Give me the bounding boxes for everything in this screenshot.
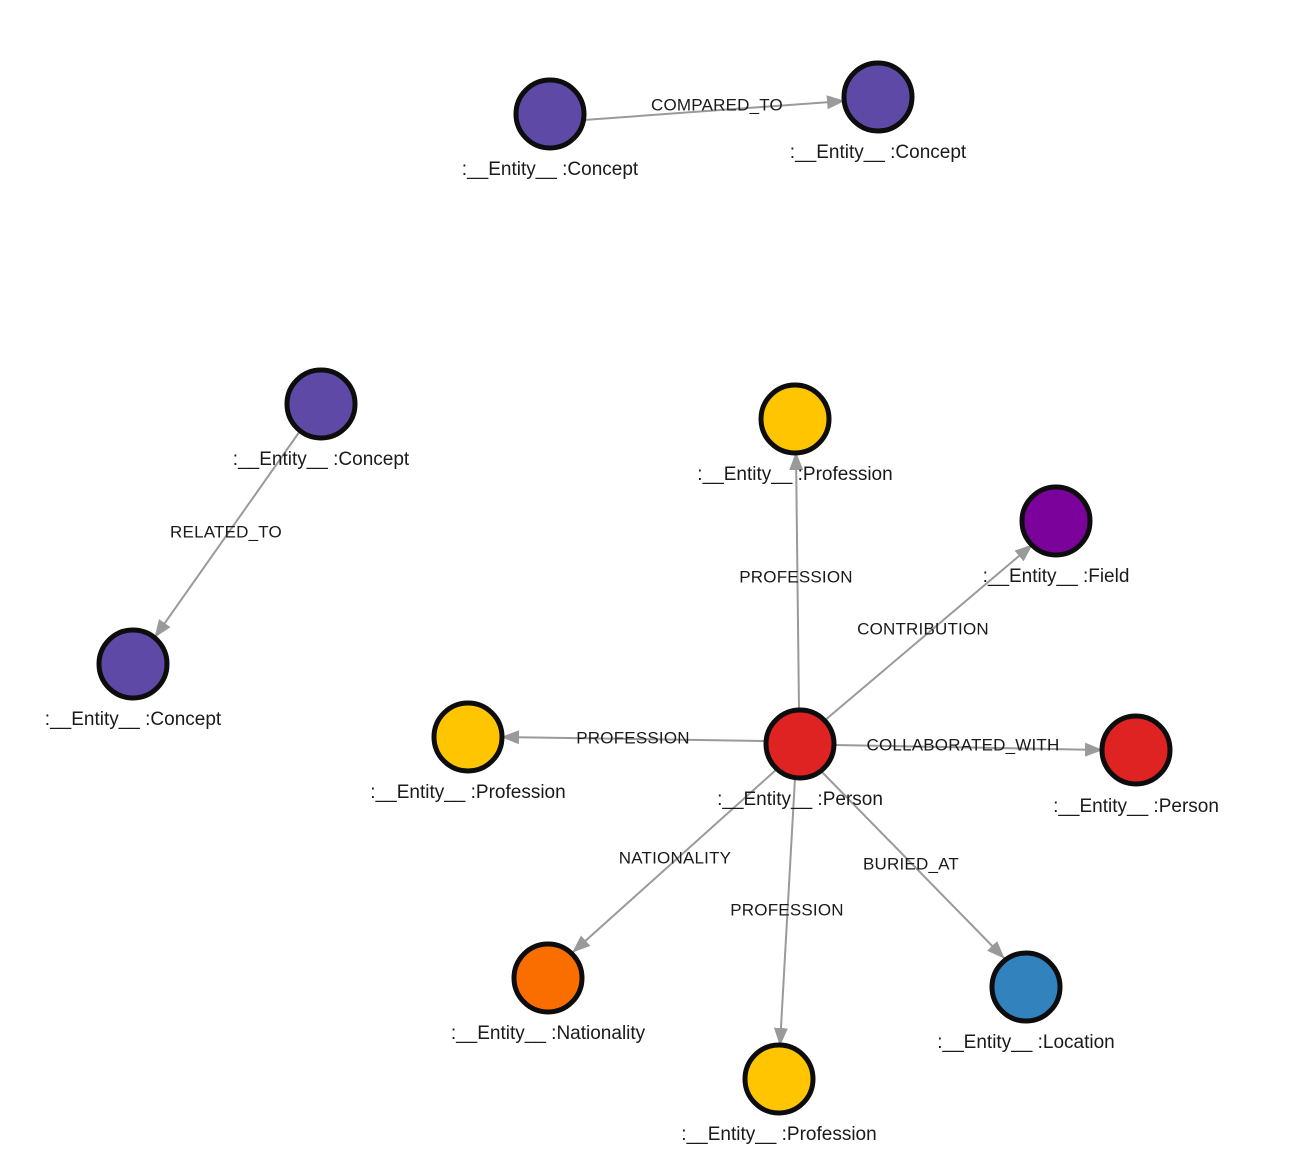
graph-node-profession[interactable]	[431, 700, 505, 774]
node-label: :__Entity__ :Person	[717, 789, 883, 810]
graph-edge[interactable]	[833, 742, 1103, 757]
edges-layer	[154, 95, 1103, 1046]
graph-edge[interactable]	[583, 95, 845, 121]
graph-node-profession[interactable]	[758, 382, 832, 456]
graph-node-field[interactable]	[1019, 484, 1093, 558]
node-label: :__Entity__ :Concept	[790, 142, 967, 163]
graph-node-concept[interactable]	[96, 627, 170, 701]
node-label: :__Entity__ :Concept	[462, 159, 639, 180]
node-label: :__Entity__ :Profession	[681, 1124, 876, 1145]
node-label: :__Entity__ :Field	[983, 566, 1130, 587]
edge-label: CONTRIBUTION	[857, 619, 989, 638]
graph-node-location[interactable]	[989, 950, 1063, 1024]
graph-node-concept[interactable]	[284, 367, 358, 441]
graph-node-person[interactable]	[763, 707, 837, 781]
edge-labels-layer: COMPARED_TO RELATED_TO PROFESSION CONTRIBUT…	[170, 95, 1059, 919]
node-label: :__Entity__ :Location	[937, 1032, 1114, 1053]
graph-node-concept[interactable]	[513, 77, 587, 151]
edge-label: COLLABORATED_WITH	[867, 735, 1060, 754]
graph-edge[interactable]	[501, 730, 767, 745]
graph-node-person[interactable]	[1099, 713, 1173, 787]
edge-label: BURIED_AT	[863, 854, 959, 873]
graph-edge[interactable]	[823, 544, 1033, 722]
edge-label: PROFESSION	[576, 728, 689, 747]
graph-node-concept[interactable]	[841, 60, 915, 134]
edge-label: RELATED_TO	[170, 522, 282, 541]
graph-edge[interactable]	[154, 430, 301, 638]
edge-label: NATIONALITY	[619, 848, 731, 867]
graph-edge[interactable]	[820, 770, 1005, 959]
graph-node-nationality[interactable]	[511, 941, 585, 1015]
node-label: :__Entity__ :Concept	[233, 449, 410, 470]
node-label: :__Entity__ :Profession	[697, 464, 892, 485]
nodes-layer	[96, 60, 1173, 1116]
graph-edge[interactable]	[572, 768, 778, 953]
node-label: :__Entity__ :Concept	[45, 709, 222, 730]
graph-edge[interactable]	[773, 777, 796, 1046]
node-label: :__Entity__ :Profession	[370, 782, 565, 803]
node-labels-layer: :__Entity__ :Concept :__Entity__ :Concept…	[45, 142, 1219, 1145]
graph-edge[interactable]	[789, 452, 804, 711]
edge-label: PROFESSION	[730, 900, 843, 919]
node-label: :__Entity__ :Person	[1053, 796, 1219, 817]
edge-label: COMPARED_TO	[651, 95, 783, 114]
graph-node-profession[interactable]	[742, 1042, 816, 1116]
node-label: :__Entity__ :Nationality	[451, 1023, 646, 1044]
edge-label: PROFESSION	[739, 567, 852, 586]
